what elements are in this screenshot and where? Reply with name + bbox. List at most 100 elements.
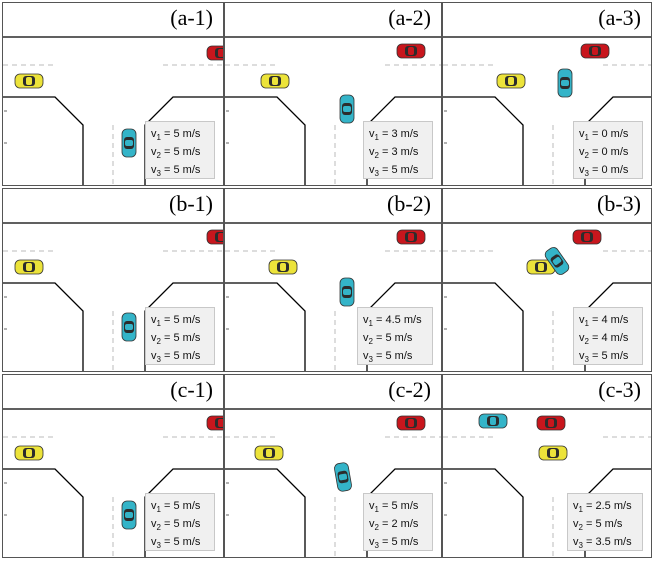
yellow-car [496,73,526,89]
velocity-v3: v3 = 3.5 m/s [573,536,632,551]
yellow-car [254,445,284,461]
road-left-corner [443,282,524,371]
panel-label: (a-1) [170,5,213,30]
velocity-v3: v3 = 5 m/s [579,350,629,365]
velocity-v1: v1 = 5 m/s [151,314,201,329]
yellow-car [14,445,44,461]
blue-car [557,68,573,98]
velocity-v3: v3 = 5 m/s [369,164,419,179]
velocity-box: v1 = 5 m/s v2 = 2 m/s v3 = 5 m/s [363,493,433,551]
yellow-car [14,259,44,275]
velocity-v1: v1 = 2.5 m/s [573,500,632,515]
road-left-corner [3,282,84,371]
velocity-v2: v2 = 4 m/s [579,332,629,347]
velocity-v2: v2 = 5 m/s [363,332,413,347]
panel-a-2: (a-2) v1 = 3 m/s v2 = 3 m/s v3 = 5 m/s [224,2,442,186]
panel-c-3: (c-3) v1 = 2.5 m/s v2 = 5 m/s v3 = 3.5 m… [442,374,652,558]
blue-car [339,277,355,307]
red-car [396,43,426,59]
yellow-car [538,445,568,461]
velocity-box: v1 = 4 m/s v2 = 4 m/s v3 = 5 m/s [573,307,643,365]
velocity-v1: v1 = 5 m/s [369,500,419,515]
yellow-car [268,259,298,275]
velocity-v2: v2 = 0 m/s [579,146,629,161]
velocity-box: v1 = 4.5 m/s v2 = 5 m/s v3 = 5 m/s [357,307,433,365]
velocity-v1: v1 = 4.5 m/s [363,314,422,329]
panel-label: (c-1) [170,377,213,402]
velocity-v2: v2 = 5 m/s [151,146,201,161]
panel-label: (c-3) [598,377,641,402]
red-car [206,229,223,245]
blue-car [121,128,137,158]
road-layout [443,408,651,557]
velocity-box: v1 = 2.5 m/s v2 = 5 m/s v3 = 3.5 m/s [567,493,643,551]
panel-label: (c-2) [388,377,431,402]
scene-c-3 [443,408,651,557]
velocity-box: v1 = 3 m/s v2 = 3 m/s v3 = 5 m/s [363,121,433,179]
red-car [536,415,566,431]
red-car [396,229,426,245]
velocity-box: v1 = 5 m/s v2 = 5 m/s v3 = 5 m/s [145,493,215,551]
scene-a-3 [443,36,651,185]
velocity-v3: v3 = 5 m/s [369,536,419,551]
red-car [580,43,610,59]
road-left-corner [443,96,524,185]
panel-a-3: (a-3) v1 = 0 m/s v2 = 0 m/s v3 = 0 m/s [442,2,652,186]
road-left-corner [3,468,84,557]
road-left-corner [225,96,306,185]
scene-b-2 [225,222,441,371]
blue-car [121,312,137,342]
velocity-v2: v2 = 2 m/s [369,518,419,533]
blue-car [334,462,352,492]
scene-b-1 [3,222,223,371]
blue-car [339,94,355,124]
panel-a-1: (a-1) v1 = 5 m/s v2 = 5 m/s v3 = 5 m/s [2,2,224,186]
velocity-v1: v1 = 3 m/s [369,128,419,143]
red-car [206,45,223,61]
panel-c-2: (c-2) v1 = 5 m/s v2 = 2 m/s v3 = 5 m/s [224,374,442,558]
panel-b-1: (b-1) v1 = 5 m/s v2 = 5 m/s v3 = 5 m/s [2,188,224,372]
blue-car [478,413,508,429]
scene-a-1 [3,36,223,185]
blue-car [121,500,137,530]
velocity-v3: v3 = 5 m/s [363,350,413,365]
road-left-corner [443,468,524,557]
road-left-corner [3,96,84,185]
scene-b-3 [443,222,651,371]
panel-label: (a-2) [388,5,431,30]
velocity-v2: v2 = 5 m/s [151,332,201,347]
panel-label: (b-1) [169,191,213,216]
road-left-corner [225,468,306,557]
velocity-v3: v3 = 5 m/s [151,350,201,365]
velocity-v2: v2 = 3 m/s [369,146,419,161]
velocity-v1: v1 = 5 m/s [151,128,201,143]
velocity-v1: v1 = 4 m/s [579,314,629,329]
yellow-car [260,73,290,89]
road-layout [443,222,651,371]
panel-b-2: (b-2) v1 = 4.5 m/s v2 = 5 m/s v3 = 5 m/s [224,188,442,372]
red-car [206,415,223,431]
velocity-v2: v2 = 5 m/s [573,518,623,533]
velocity-v3: v3 = 5 m/s [151,164,201,179]
road-left-corner [225,282,306,371]
velocity-box: v1 = 5 m/s v2 = 5 m/s v3 = 5 m/s [145,121,215,179]
panel-c-1: (c-1) v1 = 5 m/s v2 = 5 m/s v3 = 5 m/s [2,374,224,558]
velocity-v3: v3 = 0 m/s [579,164,629,179]
velocity-v2: v2 = 5 m/s [151,518,201,533]
blue-car [544,247,570,275]
velocity-box: v1 = 0 m/s v2 = 0 m/s v3 = 0 m/s [573,121,643,179]
panel-b-3: (b-3) v1 = 4 m/s v2 = 4 m/s v3 = 5 m/s [442,188,652,372]
velocity-v1: v1 = 0 m/s [579,128,629,143]
velocity-v1: v1 = 5 m/s [151,500,201,515]
velocity-v3: v3 = 5 m/s [151,536,201,551]
road-layout [3,222,223,371]
yellow-car [14,73,44,89]
panel-label: (a-3) [598,5,641,30]
velocity-box: v1 = 5 m/s v2 = 5 m/s v3 = 5 m/s [145,307,215,365]
red-car [572,229,602,245]
red-car [396,415,426,431]
panel-label: (b-3) [597,191,641,216]
panel-label: (b-2) [387,191,431,216]
scene-c-1 [3,408,223,557]
